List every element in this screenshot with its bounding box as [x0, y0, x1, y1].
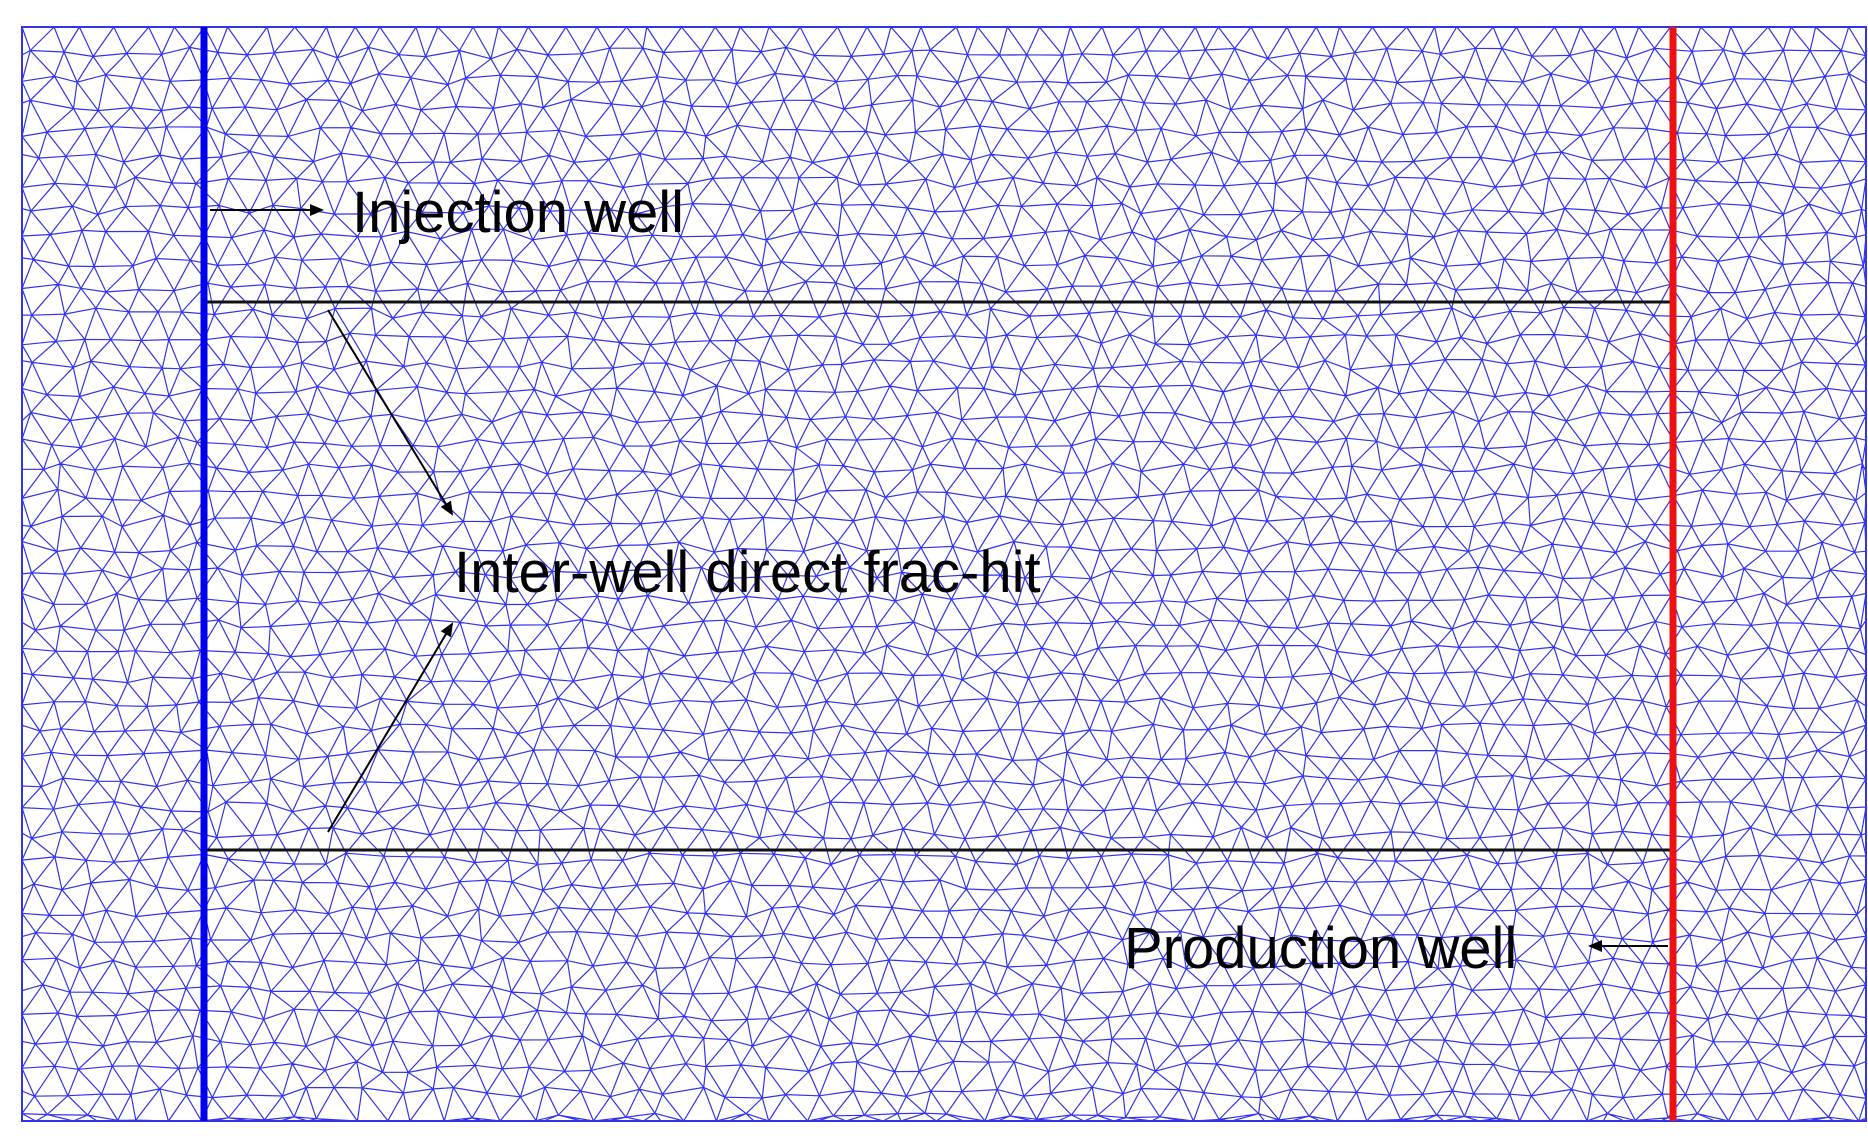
injection-well-label: Injection well [352, 180, 684, 245]
frac-hit-label: Inter-well direct frac-hit [454, 540, 1041, 605]
domain-border [21, 26, 1867, 1122]
production-well-label: Production well [1124, 916, 1517, 981]
frac-hit-arrow-upper [327, 309, 454, 516]
frac-hit-arrow-lower [327, 622, 454, 833]
